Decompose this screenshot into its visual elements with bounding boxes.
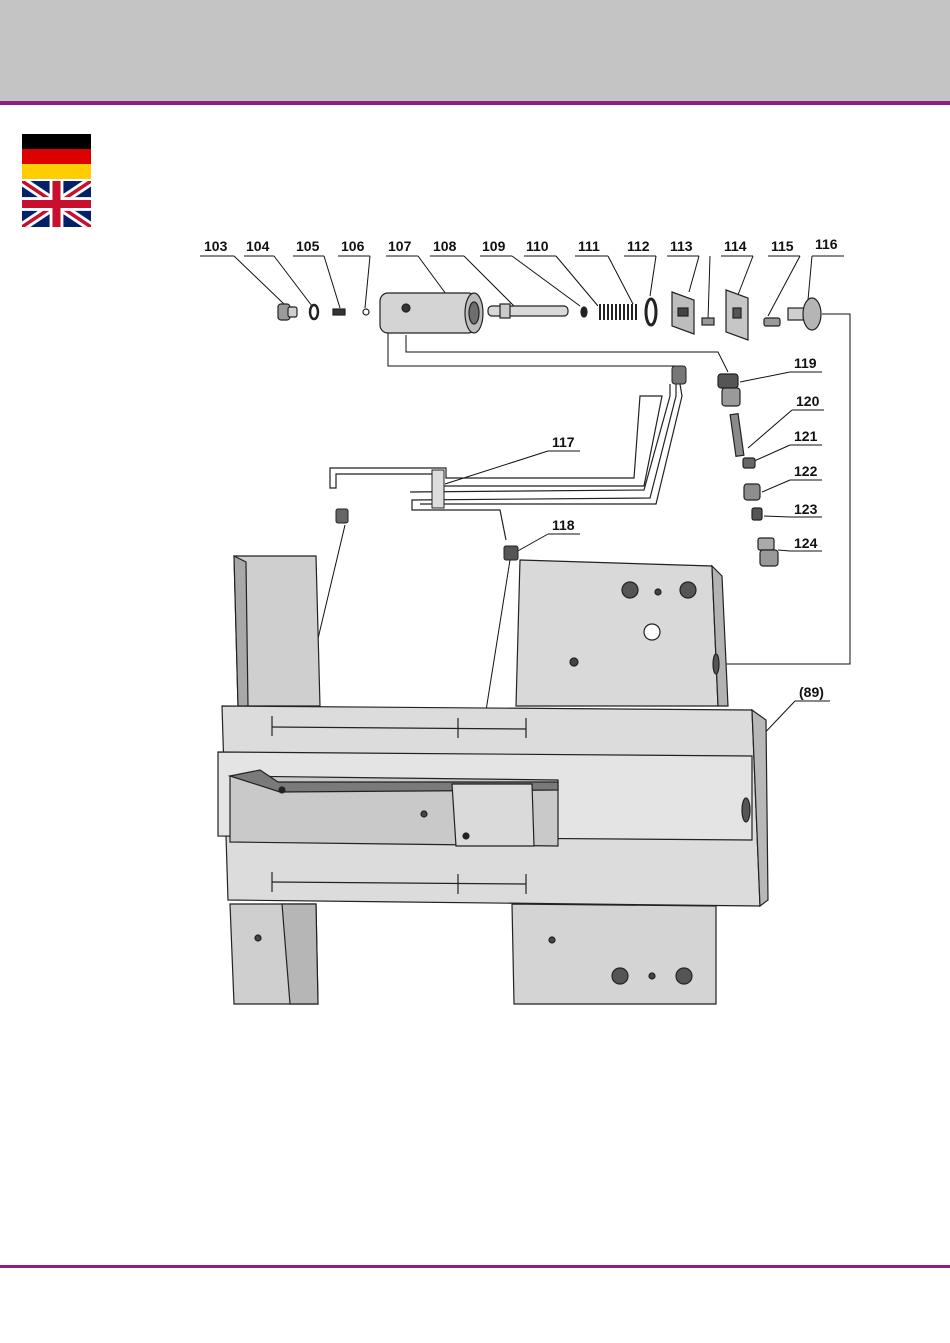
callout-121: 121 xyxy=(794,428,818,444)
part-119-fitting xyxy=(718,374,740,406)
part-114-plate xyxy=(726,290,748,340)
part-117-top-fitting xyxy=(672,366,686,384)
part-105-spring xyxy=(333,309,345,315)
part-117-oil-lines xyxy=(330,384,682,540)
callout-115: 115 xyxy=(771,238,794,254)
callout-111: 111 xyxy=(578,238,600,254)
callout-120: 120 xyxy=(796,393,820,409)
part-122-nut xyxy=(744,484,760,500)
part-111-spring xyxy=(598,304,638,320)
callout-122: 122 xyxy=(794,463,818,479)
callout-112: 112 xyxy=(627,238,650,254)
part-124-fitting xyxy=(758,538,778,566)
callout-124: 124 xyxy=(794,535,818,551)
callout-105: 105 xyxy=(296,238,320,254)
part-107-valve-body xyxy=(380,293,483,333)
part-104-o-ring xyxy=(310,305,318,319)
footer-accent-rule xyxy=(0,1265,950,1268)
part-113-plate xyxy=(672,292,694,334)
callout-119: 119 xyxy=(794,355,817,371)
callout-109: 109 xyxy=(482,238,506,254)
part-118-fitting xyxy=(504,546,518,560)
callout-103: 103 xyxy=(204,238,228,254)
part-112-ring xyxy=(646,299,656,325)
part-117-end-fitting xyxy=(336,509,348,523)
callout-118: 118 xyxy=(552,517,575,533)
part-screw xyxy=(702,318,714,325)
callout-117: 117 xyxy=(552,434,575,450)
part-123-sleeve xyxy=(752,508,762,520)
callout-114: 114 xyxy=(724,238,747,254)
part-103-cap xyxy=(278,304,297,320)
part-109-ring xyxy=(581,307,587,317)
callout-107: 107 xyxy=(388,238,412,254)
callout-106: 106 xyxy=(341,238,365,254)
base-casting-89 xyxy=(218,556,768,1004)
valve-assembly-parts xyxy=(278,290,821,340)
part-120-pipe xyxy=(730,414,744,457)
callout-89: (89) xyxy=(799,684,824,700)
part-116-knob xyxy=(788,298,821,330)
callout-116: 116 xyxy=(815,236,838,252)
part-106-ball xyxy=(363,309,369,315)
part-115-screw xyxy=(764,318,780,326)
callout-110: 110 xyxy=(526,238,549,254)
part-121-nut xyxy=(743,458,755,468)
fitting-chain xyxy=(718,374,778,566)
callout-104: 104 xyxy=(246,238,270,254)
callout-123: 123 xyxy=(794,501,818,517)
callout-108: 108 xyxy=(433,238,457,254)
part-108-valve-stem xyxy=(488,304,568,318)
callout-113: 113 xyxy=(670,238,693,254)
part-117-t-fitting xyxy=(432,470,444,508)
